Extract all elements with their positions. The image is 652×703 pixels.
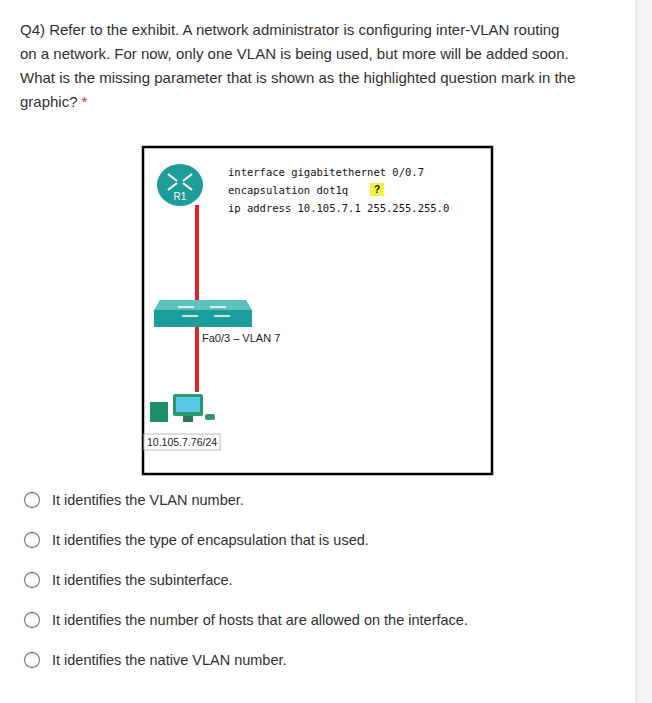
answer-option: It identifies the type of encapsulation … — [52, 532, 369, 548]
answer-option: It identifies the subinterface. — [52, 572, 233, 588]
access-link — [195, 326, 199, 392]
radio-buttons — [25, 493, 40, 668]
config-line: ip address 10.105.7.1 255.255.255.0 — [228, 202, 449, 214]
missing-parameter: ? — [374, 184, 380, 195]
ip-label: 10.105.7.76/24 — [147, 436, 217, 448]
question-text: Q4) Refer to the exhibit. A network admi… — [20, 18, 580, 114]
switch-top — [154, 300, 252, 310]
port-label: Fa0/3 – VLAN 7 — [201, 332, 281, 344]
config-line: interface gigabitethernet 0/0.7 — [228, 166, 424, 178]
pc-screen — [176, 397, 200, 412]
answer-option: It identifies the VLAN number. — [52, 492, 244, 508]
ip-box — [144, 434, 220, 450]
pc-stand — [183, 416, 193, 422]
scroll-edge — [636, 0, 637, 703]
router-icon: R1 — [157, 164, 203, 206]
config-line: encapsulation dot1q — [228, 184, 348, 196]
scroll-strip — [636, 0, 652, 703]
switch-body — [154, 310, 252, 327]
highlight — [370, 183, 384, 196]
pc-tower — [150, 402, 168, 422]
router-name: R1 — [157, 191, 203, 202]
pc-mouse — [205, 414, 215, 420]
exhibit-frame — [143, 147, 492, 474]
trunk-link — [195, 205, 199, 302]
answer-option: It identifies the native VLAN number. — [52, 652, 287, 668]
answer-option: It identifies the number of hosts that a… — [52, 612, 468, 628]
switch-arrows — [178, 307, 230, 316]
pc-monitor — [173, 394, 203, 416]
required-mark: * — [82, 93, 88, 110]
